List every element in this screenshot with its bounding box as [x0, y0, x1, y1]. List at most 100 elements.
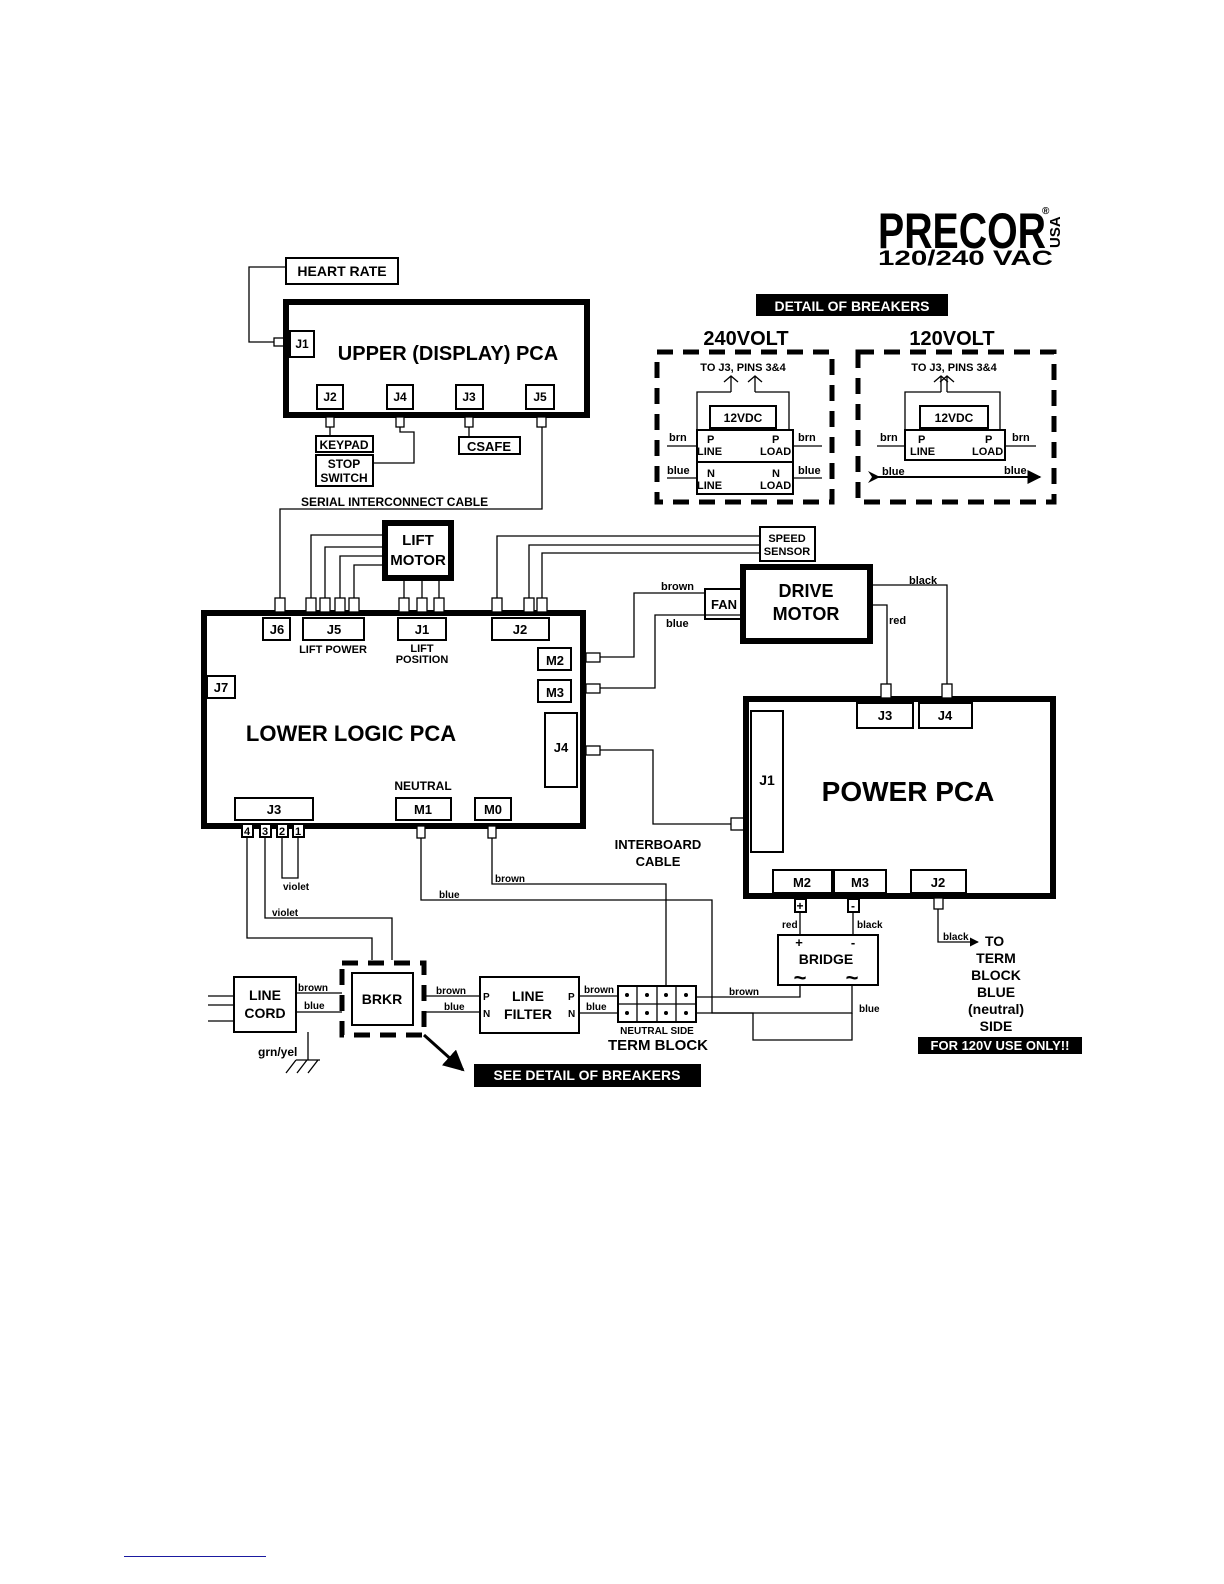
- footer-rule: [124, 1556, 266, 1557]
- svg-text:+: +: [795, 935, 803, 950]
- svg-text:J4: J4: [393, 390, 407, 404]
- wire: [541, 552, 760, 598]
- lower-j4: [544, 712, 578, 788]
- svg-text:1: 1: [295, 826, 301, 838]
- svg-text:CSAFE: CSAFE: [467, 439, 511, 454]
- lower-j5: [302, 617, 365, 641]
- heart-rate-box: HEART RATE: [285, 257, 399, 285]
- brkr: BRKR: [339, 960, 427, 1038]
- svg-text:brown: brown: [729, 987, 759, 998]
- upper-j2: [316, 384, 344, 410]
- svg-text:brown: brown: [584, 985, 614, 996]
- svg-text:TERM: TERM: [976, 950, 1016, 966]
- svg-text:FOR 120V USE ONLY!!: FOR 120V USE ONLY!!: [931, 1038, 1070, 1053]
- svg-text:N: N: [707, 468, 715, 480]
- svg-text:red: red: [889, 615, 906, 627]
- callout-arrow: [422, 1033, 465, 1072]
- plug: [941, 683, 953, 699]
- wire: [296, 992, 342, 1013]
- line-filter: LINE FILTER P N P N: [479, 976, 580, 1034]
- svg-text:blue: blue: [798, 465, 821, 477]
- svg-text:P: P: [707, 434, 714, 446]
- svg-text:blue: blue: [444, 1002, 465, 1013]
- svg-text:2: 2: [279, 826, 285, 838]
- svg-text:N: N: [772, 468, 780, 480]
- wire: [696, 391, 790, 430]
- wire: [528, 544, 760, 598]
- keypad-box: KEYPAD: [315, 435, 374, 453]
- svg-text:HEART RATE: HEART RATE: [297, 263, 386, 279]
- svg-text:CABLE: CABLE: [636, 854, 681, 869]
- fan: FAN: [704, 588, 744, 620]
- svg-text:LIFT: LIFT: [402, 532, 434, 549]
- plug: [416, 825, 426, 839]
- wire: [264, 837, 393, 960]
- lower-m0: [474, 797, 512, 821]
- breaker-240v-detail: 240VOLT TO J3, PINS 3&4 12VDC brn brn P …: [654, 328, 835, 505]
- svg-text:LINE: LINE: [910, 446, 935, 458]
- svg-text:LINE: LINE: [697, 480, 722, 492]
- svg-text:N: N: [568, 1009, 575, 1020]
- bridge: + - BRIDGE ~ ~: [777, 934, 879, 990]
- see-detail-banner: SEE DETAIL OF BREAKERS: [474, 1064, 701, 1087]
- stop-switch-box: STOP SWITCH: [315, 454, 374, 487]
- upper-j4: [386, 384, 414, 410]
- svg-text:LINE: LINE: [249, 987, 281, 1003]
- svg-text:violet: violet: [272, 908, 299, 919]
- svg-text:black: black: [857, 920, 883, 931]
- svg-text:brn: brn: [1012, 432, 1030, 444]
- plug: [325, 416, 335, 428]
- wire: [696, 985, 801, 998]
- svg-text:SEE DETAIL OF BREAKERS: SEE DETAIL OF BREAKERS: [494, 1067, 681, 1083]
- term-block: NEUTRAL SIDE TERM BLOCK: [608, 985, 708, 1054]
- wire: [939, 375, 955, 392]
- precor-logo: PRECOR ® USA 120/240 VAC: [878, 203, 1064, 270]
- wire: [600, 614, 743, 689]
- svg-text:M0: M0: [484, 802, 502, 817]
- svg-text:J5: J5: [327, 622, 341, 637]
- wire: [373, 427, 415, 464]
- power-j2: [910, 869, 967, 894]
- wire: [281, 837, 299, 879]
- svg-text:240VOLT: 240VOLT: [703, 328, 788, 350]
- svg-text:J5: J5: [533, 390, 547, 404]
- svg-text:red: red: [782, 920, 798, 931]
- lower-m3: [537, 679, 572, 703]
- svg-text:P: P: [483, 992, 490, 1003]
- brand-name: PRECOR: [878, 203, 1046, 259]
- svg-text:brown: brown: [436, 986, 466, 997]
- svg-text:~: ~: [846, 965, 859, 990]
- svg-text:LOAD: LOAD: [972, 446, 1003, 458]
- svg-text:blue: blue: [882, 466, 905, 478]
- svg-text:brn: brn: [669, 432, 687, 444]
- svg-text:blue: blue: [439, 890, 460, 901]
- svg-text:LOAD: LOAD: [760, 446, 791, 458]
- wire: [904, 391, 1001, 430]
- lower-j3: [234, 797, 314, 821]
- svg-text:-: -: [851, 899, 855, 913]
- svg-text:+: +: [796, 899, 803, 913]
- svg-text:brn: brn: [880, 432, 898, 444]
- svg-text:blue: blue: [586, 1002, 607, 1013]
- svg-text:FAN: FAN: [711, 597, 737, 612]
- wire: [208, 995, 234, 1022]
- plug: [585, 652, 601, 663]
- breaker-120v-detail: 120VOLT TO J3, PINS 3&4 12VDC brn brn P …: [855, 328, 1057, 505]
- wire: [339, 555, 385, 598]
- plug: [880, 683, 892, 699]
- svg-text:M3: M3: [851, 875, 869, 890]
- lower-pca-title: LOWER LOGIC PCA: [246, 721, 456, 746]
- power-j4: [918, 702, 973, 729]
- svg-text:3: 3: [262, 826, 268, 838]
- lower-m1: [395, 797, 452, 821]
- line-cord: LINE CORD: [233, 976, 297, 1033]
- svg-text:black: black: [943, 932, 969, 943]
- plug: [585, 683, 601, 694]
- svg-text:LOAD: LOAD: [760, 480, 791, 492]
- svg-text:SENSOR: SENSOR: [764, 546, 811, 558]
- svg-text:P: P: [772, 434, 779, 446]
- drive-motor: DRIVE MOTOR: [740, 564, 873, 644]
- svg-text:brown: brown: [298, 983, 328, 994]
- svg-text:grn/yel: grn/yel: [258, 1045, 297, 1059]
